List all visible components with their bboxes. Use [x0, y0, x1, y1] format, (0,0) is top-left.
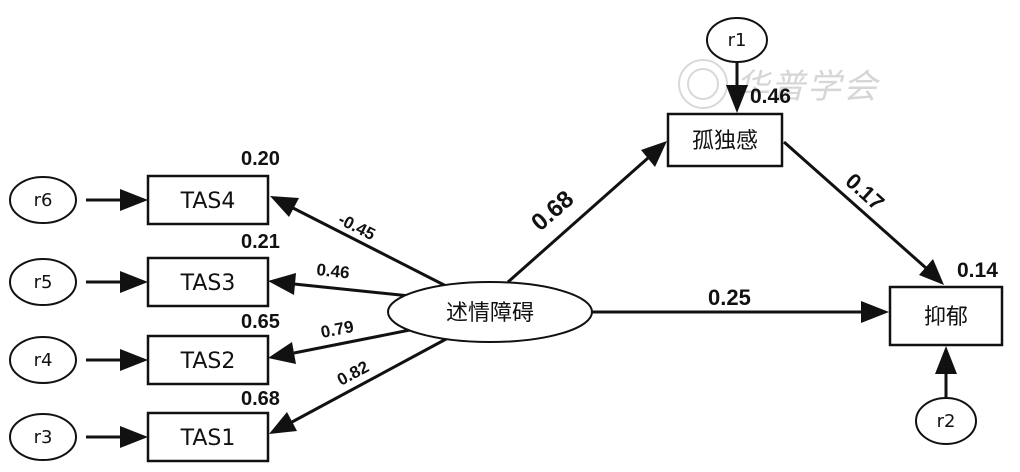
watermark: 华普学会 — [678, 59, 881, 109]
residual-r5: r5 — [9, 258, 77, 306]
r2-loneliness-label: 0.46 — [750, 85, 791, 108]
node-loneliness-label: 孤独感 — [692, 129, 758, 154]
alexithymia-to-loneliness-edge — [507, 156, 649, 284]
r3-to-tas1-arrowhead — [120, 426, 148, 448]
r2-tas3-label: 0.21 — [241, 231, 280, 253]
residual-r3: r3 — [9, 413, 77, 461]
alexithymia-to-tas2-arrowhead — [268, 342, 296, 364]
node-tas2: TAS2 — [146, 334, 270, 386]
residual-r6-label: r6 — [34, 190, 53, 211]
node-depression-label: 抑郁 — [924, 305, 968, 330]
residual-r1: r1 — [706, 17, 768, 63]
r2-tas1-label: 0.68 — [241, 388, 280, 410]
node-alexithymia-label: 述情障碍 — [446, 301, 534, 326]
alexithymia-to-depression-arrowhead — [861, 301, 889, 323]
watermark-seal-inner-icon — [687, 68, 719, 100]
residual-r4-label: r4 — [34, 350, 53, 371]
alexithymia-to-tas1-arrowhead — [269, 412, 297, 434]
residual-r5-label: r5 — [34, 272, 53, 293]
residual-r2-label: r2 — [937, 411, 956, 432]
node-tas2-label: TAS2 — [180, 349, 236, 374]
r5-to-tas3-arrowhead — [120, 271, 148, 293]
r2-depression-label: 0.14 — [957, 259, 998, 282]
path-alexithymia-tas2-label: 0.79 — [319, 317, 355, 342]
alexithymia-to-tas1-edge — [291, 336, 449, 424]
r1-to-loneliness-arrowhead — [726, 85, 748, 113]
alexithymia-to-loneliness-arrowhead — [641, 141, 667, 167]
r2-tas2-label: 0.65 — [241, 311, 280, 333]
alexithymia-to-tas2-edge — [293, 326, 421, 355]
residual-r6: r6 — [9, 176, 77, 224]
alexithymia-to-tas4-edge — [292, 206, 449, 289]
path-alexithymia-depression-label: 0.25 — [708, 285, 751, 310]
residual-r4: r4 — [9, 336, 77, 384]
residual-r2: r2 — [915, 397, 977, 445]
node-tas1: TAS1 — [146, 411, 270, 463]
node-tas3-label: TAS3 — [180, 271, 236, 296]
path-alexithymia-tas3-label: 0.46 — [316, 260, 351, 282]
alexithymia-to-tas3-edge — [293, 282, 411, 298]
r2-tas4-label: 0.20 — [241, 148, 280, 170]
r2-to-depression-arrowhead — [935, 346, 957, 374]
node-depression: 抑郁 — [888, 285, 1004, 347]
path-alexithymia-tas1-label: 0.82 — [334, 357, 372, 389]
residual-r3-label: r3 — [34, 427, 53, 448]
path-loneliness-depression-label: 0.17 — [841, 168, 890, 215]
watermark-text: 华普学会 — [735, 67, 881, 107]
node-alexithymia: 述情障碍 — [387, 281, 593, 343]
alexithymia-to-tas3-arrowhead — [268, 273, 296, 295]
path-alexithymia-loneliness-label: 0.68 — [526, 186, 579, 237]
r6-to-tas4-arrowhead — [120, 189, 148, 211]
node-tas4: TAS4 — [146, 174, 270, 226]
alexithymia-to-tas4-arrowhead — [270, 196, 299, 217]
node-tas4-label: TAS4 — [180, 189, 236, 214]
loneliness-to-depression-edge — [783, 140, 927, 270]
loneliness-to-depression-arrowhead — [919, 259, 944, 285]
node-tas1-label: TAS1 — [180, 426, 236, 451]
node-tas3: TAS3 — [146, 256, 270, 308]
watermark-seal-icon — [678, 59, 728, 109]
node-loneliness: 孤独感 — [666, 112, 784, 168]
r4-to-tas2-arrowhead — [120, 349, 148, 371]
residual-r1-label: r1 — [728, 30, 747, 51]
